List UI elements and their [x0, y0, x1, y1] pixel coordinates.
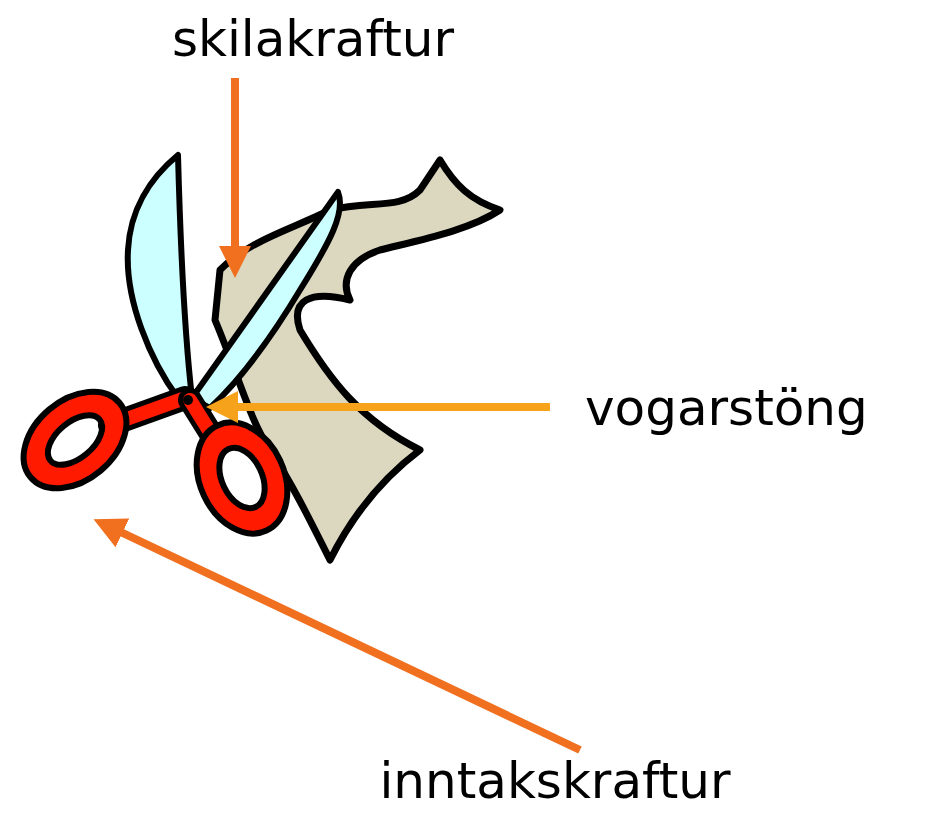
leader-arrow — [231, 78, 239, 262]
part-label: skilakraftur — [172, 14, 454, 64]
right-handle — [179, 408, 304, 549]
part-label: inntakskraftur — [379, 756, 730, 806]
leader-arrow — [108, 526, 580, 750]
leader-arrow — [222, 403, 550, 411]
part-label: vogarstöng — [585, 383, 868, 433]
pivot — [183, 395, 193, 405]
left-handle — [5, 372, 145, 508]
paper-strip — [215, 160, 500, 560]
right-blade — [192, 192, 340, 408]
left-blade — [128, 155, 192, 398]
